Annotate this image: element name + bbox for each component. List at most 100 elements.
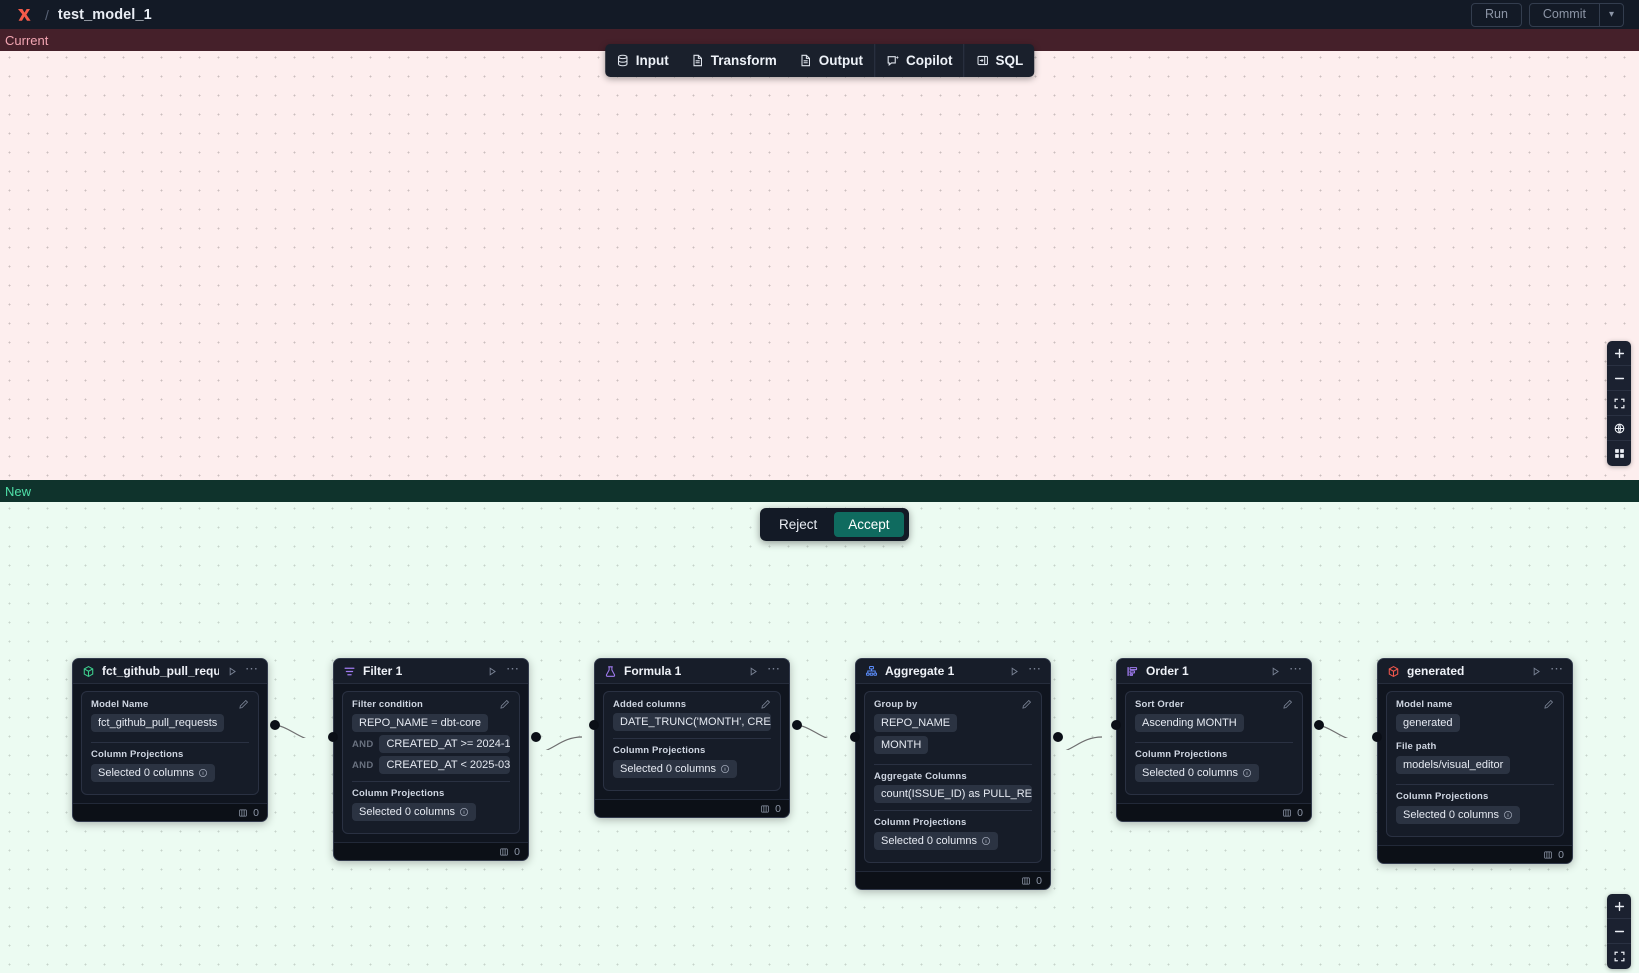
fit-view-icon[interactable]	[1607, 944, 1631, 969]
panel-right-icon	[976, 54, 990, 68]
field-label-column-projections: Column Projections	[1135, 749, 1228, 760]
value-chip-file-path[interactable]: models/visual_editor	[1396, 756, 1511, 774]
node-aggregate-1[interactable]: Aggregate 1 ⋯ Group by REPO_NAME MONTH A…	[855, 658, 1051, 890]
handle-generated-in[interactable]	[1372, 732, 1382, 742]
handle-source-out[interactable]	[270, 720, 280, 730]
toolbar-item-copilot[interactable]: Copilot	[874, 44, 964, 77]
file-text-icon	[799, 54, 813, 68]
node-fct-github-pull-requests[interactable]: fct_github_pull_requests ⋯ Model Name fc…	[72, 658, 268, 822]
value-chip-aggregate-columns[interactable]: count(ISSUE_ID) as PULL_REQUEST_…	[874, 785, 1032, 803]
chevron-down-icon[interactable]: ▾	[1598, 3, 1623, 26]
node-title: fct_github_pull_requests	[102, 664, 219, 678]
filter-keyword-and: AND	[352, 738, 374, 750]
fit-view-icon[interactable]	[1607, 391, 1631, 416]
node-header[interactable]: Filter 1 ⋯	[334, 659, 528, 684]
node-fields: Model Name fct_github_pull_requests Colu…	[81, 691, 259, 795]
info-icon[interactable]	[981, 836, 991, 846]
pencil-icon[interactable]	[238, 699, 249, 710]
run-node-icon[interactable]	[1529, 666, 1543, 677]
value-chip-column-projections[interactable]: Selected 0 columns	[613, 760, 737, 778]
divider	[1396, 784, 1554, 785]
pencil-icon[interactable]	[499, 699, 510, 710]
value-chip-model-name[interactable]: generated	[1396, 714, 1460, 732]
node-menu-icon[interactable]: ⋯	[506, 660, 520, 676]
node-formula-1[interactable]: Formula 1 ⋯ Added columns DATE_TRUNC('MO…	[594, 658, 790, 818]
node-menu-icon[interactable]: ⋯	[767, 660, 781, 676]
value-chip-column-projections[interactable]: Selected 0 columns	[91, 764, 215, 782]
x-logo-icon[interactable]	[14, 5, 34, 25]
node-menu-icon[interactable]: ⋯	[1289, 660, 1303, 676]
filter-condition-row-2: AND CREATED_AT >= 2024-12-01	[352, 735, 510, 753]
commit-split-button[interactable]: Commit ▾	[1528, 2, 1624, 27]
run-node-icon[interactable]	[746, 666, 760, 677]
commit-button[interactable]: Commit	[1542, 6, 1586, 21]
minus-icon[interactable]	[1607, 919, 1631, 944]
toolbar-item-sql[interactable]: SQL	[963, 44, 1035, 77]
value-chip-column-projections[interactable]: Selected 0 columns	[1396, 806, 1520, 824]
filter-condition-chip-1[interactable]: REPO_NAME = dbt-core	[352, 714, 488, 732]
toolbar-item-output[interactable]: Output	[788, 44, 874, 77]
pencil-icon[interactable]	[1543, 699, 1554, 710]
info-icon[interactable]	[1503, 810, 1513, 820]
node-header[interactable]: Aggregate 1 ⋯	[856, 659, 1050, 684]
node-header[interactable]: fct_github_pull_requests ⋯	[73, 659, 267, 684]
node-menu-icon[interactable]: ⋯	[1550, 660, 1564, 676]
pencil-icon[interactable]	[1282, 699, 1293, 710]
field-label-model-name: Model name	[1396, 699, 1453, 710]
filter-condition-chip-3[interactable]: CREATED_AT < 2025-03-01	[379, 756, 510, 774]
value-chip-column-projections[interactable]: Selected 0 columns	[874, 832, 998, 850]
handle-aggregate-out[interactable]	[1053, 732, 1063, 742]
handle-formula-in[interactable]	[589, 720, 599, 730]
run-node-icon[interactable]	[1007, 666, 1021, 677]
reject-button[interactable]: Reject	[779, 517, 818, 532]
handle-formula-out[interactable]	[792, 720, 802, 730]
toolbar-item-input[interactable]: Input	[605, 44, 680, 77]
field-row: Added columns	[613, 699, 771, 713]
filter-condition-chip-2[interactable]: CREATED_AT >= 2024-12-01	[379, 735, 510, 753]
node-header[interactable]: Order 1 ⋯	[1117, 659, 1311, 684]
minimap-icon[interactable]	[1607, 441, 1631, 466]
plus-icon[interactable]	[1607, 894, 1631, 919]
run-node-icon[interactable]	[485, 666, 499, 677]
value-chip-sort-order[interactable]: Ascending MONTH	[1135, 714, 1244, 732]
handle-aggregate-in[interactable]	[850, 732, 860, 742]
info-icon[interactable]	[459, 807, 469, 817]
node-order-1[interactable]: Order 1 ⋯ Sort Order Ascending MONTH Col…	[1116, 658, 1312, 822]
plus-icon[interactable]	[1607, 341, 1631, 366]
node-header[interactable]: Formula 1 ⋯	[595, 659, 789, 684]
run-node-icon[interactable]	[226, 666, 238, 677]
run-button[interactable]: Run	[1470, 2, 1522, 27]
pencil-icon[interactable]	[1021, 699, 1032, 710]
canvas-pane-current[interactable]: Current	[0, 29, 1639, 480]
handle-filter-out[interactable]	[531, 732, 541, 742]
info-icon[interactable]	[1242, 768, 1252, 778]
info-icon[interactable]	[198, 768, 208, 778]
pencil-icon[interactable]	[760, 699, 771, 710]
handle-filter-in[interactable]	[328, 732, 338, 742]
toolbar-item-transform[interactable]: Transform	[680, 44, 788, 77]
accept-button[interactable]: Accept	[834, 512, 904, 537]
node-footer: 0	[334, 842, 528, 860]
handle-order-out[interactable]	[1314, 720, 1324, 730]
value-chip-column-projections[interactable]: Selected 0 columns	[352, 803, 476, 821]
accept-reject-bar: Reject Accept	[760, 508, 909, 541]
value-chip-column-projections[interactable]: Selected 0 columns	[1135, 764, 1259, 782]
value-chip-model-name[interactable]: fct_github_pull_requests	[91, 714, 225, 732]
columns-count-icon	[238, 808, 248, 818]
field-label-file-path: File path	[1396, 741, 1437, 752]
node-body: Added columns DATE_TRUNC('MONTH', CREATE…	[595, 684, 789, 799]
run-node-icon[interactable]	[1268, 666, 1282, 677]
node-menu-icon[interactable]: ⋯	[245, 660, 259, 676]
node-filter-1[interactable]: Filter 1 ⋯ Filter condition REPO_NAME = …	[333, 658, 529, 861]
divider	[874, 764, 1032, 765]
node-menu-icon[interactable]: ⋯	[1028, 660, 1042, 676]
info-icon[interactable]	[720, 764, 730, 774]
lock-globe-icon[interactable]	[1607, 416, 1631, 441]
node-generated[interactable]: generated ⋯ Model name generated File pa…	[1377, 658, 1573, 864]
handle-order-in[interactable]	[1111, 720, 1121, 730]
node-header[interactable]: generated ⋯	[1378, 659, 1572, 684]
value-chip-added-columns[interactable]: DATE_TRUNC('MONTH', CREATED_AT…	[613, 713, 771, 731]
group-by-chip-month[interactable]: MONTH	[874, 736, 929, 754]
group-by-chip-repo-name[interactable]: REPO_NAME	[874, 714, 958, 732]
minus-icon[interactable]	[1607, 366, 1631, 391]
